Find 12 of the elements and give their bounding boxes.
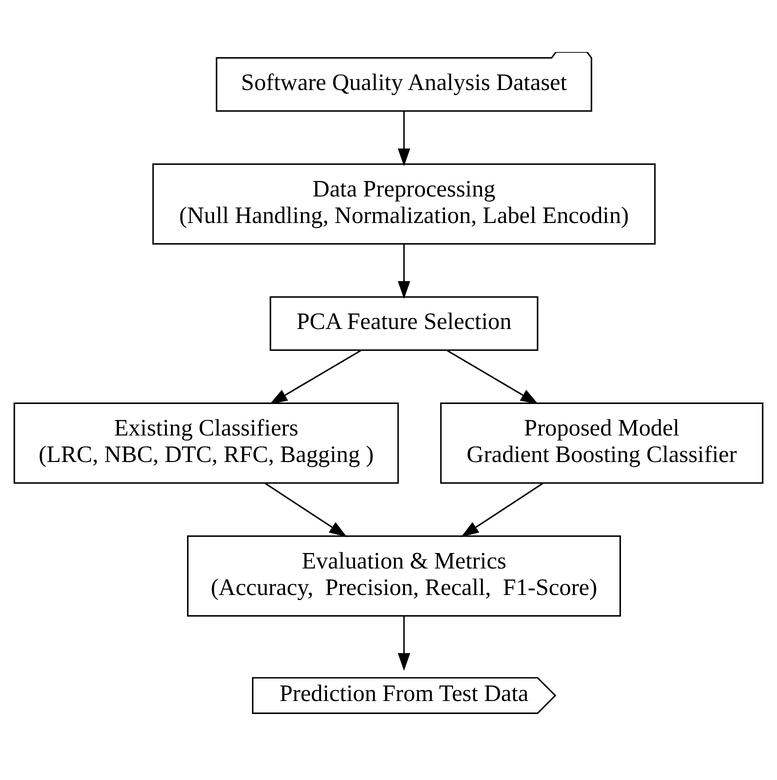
- node-box: Evaluation & Metrics (Accuracy, Precision, Recall, F1-Score): [187, 535, 621, 617]
- arrow: [270, 350, 362, 404]
- arrow: [398, 616, 410, 671]
- arrow: [446, 350, 538, 404]
- node-box: Proposed Model Gradient Boosting Classifier: [440, 402, 764, 484]
- arrow: [461, 482, 544, 538]
- arrow: [264, 482, 347, 538]
- node-box: Existing Classifiers (LRC, NBC, DTC, RFC, Bagging ): [14, 402, 399, 484]
- arrow: [398, 111, 410, 166]
- node-box: PCA Feature Selection: [270, 296, 538, 351]
- node-box: Data Preprocessing (Null Handling, Normalization, Label Encodin): [152, 163, 656, 245]
- arrow: [398, 244, 410, 299]
